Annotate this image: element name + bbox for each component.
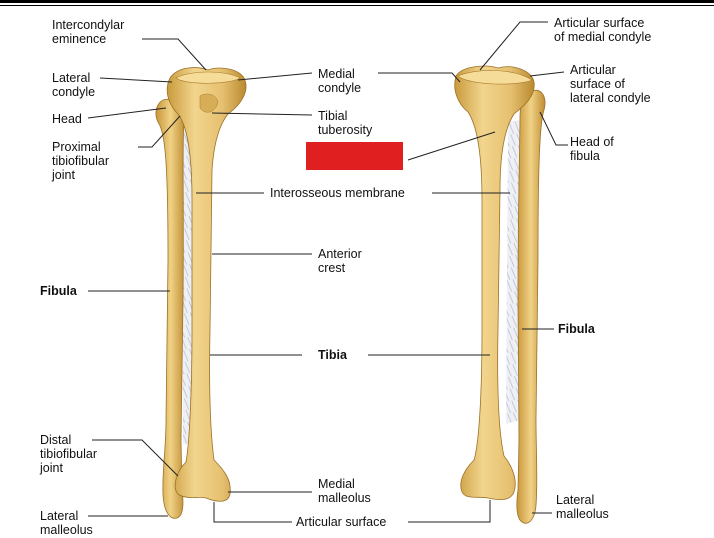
label-line: surface of <box>570 77 651 91</box>
label-head-of-fibula: Head of fibula <box>570 135 614 163</box>
label-line: Medial <box>318 477 371 491</box>
label-line: condyle <box>52 85 95 99</box>
label-line: tuberosity <box>318 123 372 137</box>
label-articular-surface-lateral-condyle: Articular surface of lateral condyle <box>570 63 651 105</box>
label-medial-condyle: Medial condyle <box>318 67 361 95</box>
label-line: Lateral <box>556 493 609 507</box>
label-line: tibiofibular <box>52 154 109 168</box>
label-tibial-tuberosity: Tibial tuberosity <box>318 109 372 137</box>
label-head: Head <box>52 112 82 126</box>
label-distal-tibiofibular-joint: Distal tibiofibular joint <box>40 433 97 475</box>
label-anterior-crest: Anterior crest <box>318 247 362 275</box>
label-line: Medial <box>318 67 361 81</box>
label-line: eminence <box>52 32 124 46</box>
anterior-view <box>156 68 246 519</box>
label-line: Proximal <box>52 140 109 154</box>
label-line: lateral condyle <box>570 91 651 105</box>
label-lateral-malleolus-right: Lateral malleolus <box>556 493 609 521</box>
label-line: tibiofibular <box>40 447 97 461</box>
label-proximal-tibiofibular-joint: Proximal tibiofibular joint <box>52 140 109 182</box>
label-line: Distal <box>40 433 97 447</box>
label-intercondylar-eminence: Intercondylar eminence <box>52 18 124 46</box>
fibula-left-bone <box>156 99 185 518</box>
label-line: Anterior <box>318 247 362 261</box>
label-line: condyle <box>318 81 361 95</box>
label-line: Tibial <box>318 109 372 123</box>
label-line: Lateral <box>40 509 93 523</box>
label-line: Head of <box>570 135 614 149</box>
label-tibia: Tibia <box>318 348 347 362</box>
label-line: malleolus <box>318 491 371 505</box>
redacted-label-box <box>306 142 403 170</box>
label-line: Lateral <box>52 71 95 85</box>
label-fibula-left: Fibula <box>40 284 77 298</box>
label-interosseous-membrane: Interosseous membrane <box>270 186 405 200</box>
label-articular-surface: Articular surface <box>296 515 386 529</box>
label-line: Articular <box>570 63 651 77</box>
posterior-view <box>455 66 545 523</box>
label-line: crest <box>318 261 362 275</box>
label-fibula-right: Fibula <box>558 322 595 336</box>
label-line: joint <box>52 168 109 182</box>
label-line: of medial condyle <box>554 30 651 44</box>
label-articular-surface-medial-condyle: Articular surface of medial condyle <box>554 16 651 44</box>
label-line: malleolus <box>556 507 609 521</box>
label-line: joint <box>40 461 97 475</box>
fibula-right-bone <box>517 90 545 523</box>
label-lateral-condyle: Lateral condyle <box>52 71 95 99</box>
label-medial-malleolus: Medial malleolus <box>318 477 371 505</box>
label-line: malleolus <box>40 523 93 537</box>
label-line: Intercondylar <box>52 18 124 32</box>
label-lateral-malleolus-left: Lateral malleolus <box>40 509 93 537</box>
label-line: fibula <box>570 149 614 163</box>
label-line: Articular surface <box>554 16 651 30</box>
